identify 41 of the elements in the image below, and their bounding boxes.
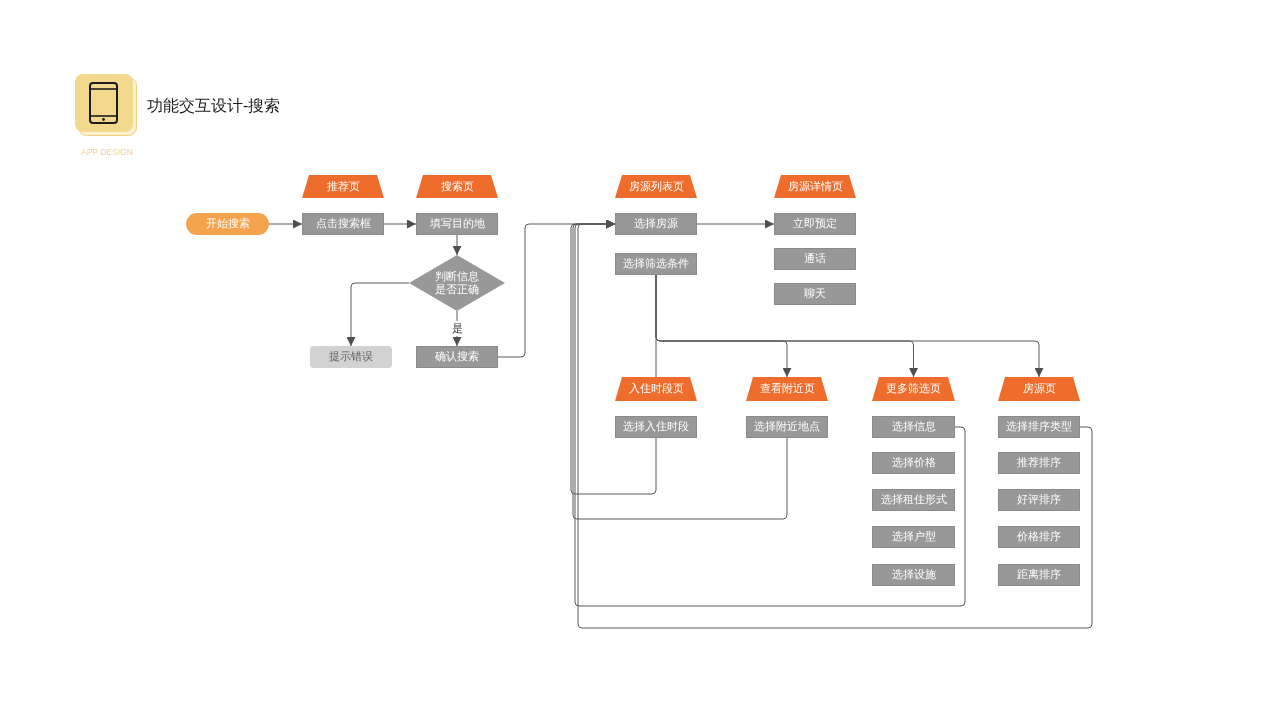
process-box: 好评排序 [998,489,1080,511]
process-box: 选择信息 [872,416,955,438]
process-box: 填写目的地 [416,213,498,235]
process-box: 选择入住时段 [615,416,697,438]
message-box: 提示错误 [310,346,392,368]
title: 功能交互设计-搜索 [147,96,281,116]
connector-line [655,274,657,378]
process-box: 选择设施 [872,564,955,586]
process-box: 选择户型 [872,526,955,548]
process-box: 聊天 [774,283,856,305]
process-box: 点击搜索框 [302,213,384,235]
process-box: 价格排序 [998,526,1080,548]
process-box: 选择价格 [872,452,955,474]
process-box: 立即预定 [774,213,856,235]
decision-diamond: 判断信息是否正确 [409,255,505,311]
process-box: 选择筛选条件 [615,253,697,275]
page-tab: 房源详情页 [774,175,856,198]
page-tab: 搜索页 [416,175,498,198]
process-box: 选择附近地点 [746,416,828,438]
start-terminal: 开始搜索 [186,213,269,235]
arrow [383,219,417,229]
process-box: 通话 [774,248,856,270]
process-box: 选择租住形式 [872,489,955,511]
process-box: 选择房源 [615,213,697,235]
page-tab: 房源列表页 [615,175,697,198]
page-tab: 更多筛选页 [872,377,955,401]
process-box: 选择排序类型 [998,416,1080,438]
page-tab: 入住时段页 [615,377,697,401]
page-tab: 房源页 [998,377,1080,401]
subtitle: APP DESIGN [81,147,133,157]
arrow [452,234,462,256]
process-box: 距离排序 [998,564,1080,586]
edge-label: 是 [449,321,465,337]
arrow [268,219,303,229]
page-tab: 推荐页 [302,175,384,198]
arrow [655,274,1044,378]
arrow [696,219,775,229]
arrow [346,282,410,347]
process-box: 推荐排序 [998,452,1080,474]
process-box: 确认搜索 [416,346,498,368]
page-tab: 查看附近页 [746,377,828,401]
